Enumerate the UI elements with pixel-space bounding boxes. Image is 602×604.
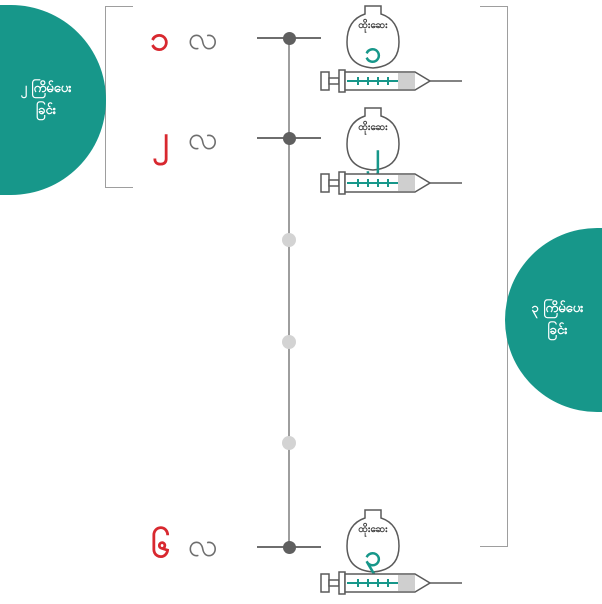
three-dose-label-line2: ခြင်း (547, 323, 568, 338)
timeline-line (288, 37, 290, 548)
timeline-dot (283, 541, 296, 554)
vaccine-vial-icon: ထိုးဆေး ၃ (343, 508, 403, 580)
three-dose-label-line1: ၃ ကြိမ်ပေး (531, 301, 584, 316)
vial-dose-number: ၁ (364, 35, 382, 70)
month-unit: လ (188, 119, 218, 157)
month-number: ၆ (151, 526, 171, 566)
timeline-gap-dot (282, 436, 296, 450)
month-number: ၂ (152, 119, 169, 159)
two-dose-label-line1: ၂ ကြိမ်ပေး (20, 81, 72, 96)
timeline-gap-dot (282, 335, 296, 349)
timeline-gap-dot (282, 233, 296, 247)
two-dose-label-line2: ခြင်း (35, 103, 56, 118)
syringe-icon (320, 64, 465, 102)
two-dose-bracket (105, 6, 133, 188)
syringe-icon (320, 166, 465, 204)
vial-label: ထိုးဆေး (358, 20, 388, 31)
timeline-dot (283, 32, 296, 45)
vaccine-vial-icon: ထိုးဆေး ၂ (343, 106, 403, 178)
vial-label: ထိုးဆေး (358, 122, 388, 133)
month-unit: လ (188, 526, 218, 564)
three-dose-label: ၃ ကြိမ်ပေး ခြင်း (505, 228, 602, 412)
month-number: ၁ (150, 19, 170, 59)
three-dose-bracket (480, 6, 508, 547)
vaccine-vial-icon: ထိုးဆေး ၁ (343, 4, 403, 76)
vial-label: ထိုးဆေး (358, 524, 388, 535)
syringe-icon (320, 566, 465, 604)
month-unit: လ (188, 19, 218, 57)
two-dose-label: ၂ ကြိမ်ပေး ခြင်း (0, 5, 106, 195)
vial-dose-number: ၃ (364, 539, 382, 574)
vial-dose-number: ၂ (365, 137, 381, 172)
timeline-dot (283, 132, 296, 145)
